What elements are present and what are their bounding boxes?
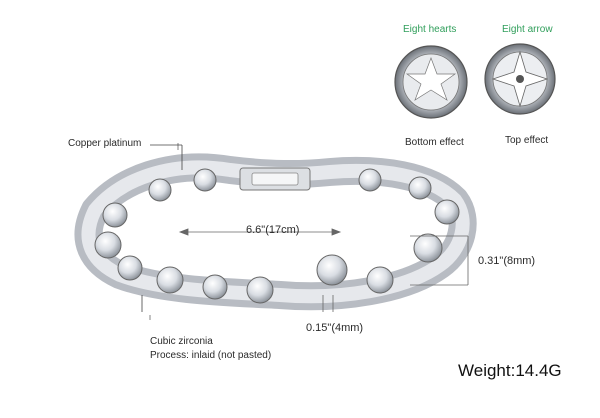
eight-arrow-label: Eight arrow [502, 24, 553, 35]
height-label: 0.31"(8mm) [478, 255, 536, 267]
eight-hearts-diagram [394, 45, 468, 119]
eight-hearts-label: Eight hearts [403, 24, 457, 35]
process-label: Process: inlaid (not pasted) [150, 350, 272, 361]
top-effect-label: Top effect [505, 135, 549, 146]
weight-label: Weight:14.4G [458, 361, 562, 380]
copper-platinum-label: Copper platinum [68, 138, 142, 149]
eight-arrow-diagram [484, 43, 556, 115]
dimension-lines [149, 143, 469, 320]
cubic-zirconia-label: Cubic zirconia [150, 336, 213, 347]
bracelet [74, 153, 477, 311]
leader-lines [141, 144, 183, 312]
length-label: 6.6"(17cm) [246, 224, 300, 236]
stone-width-label: 0.15"(4mm) [306, 322, 364, 334]
bottom-effect-label: Bottom effect [405, 137, 464, 148]
